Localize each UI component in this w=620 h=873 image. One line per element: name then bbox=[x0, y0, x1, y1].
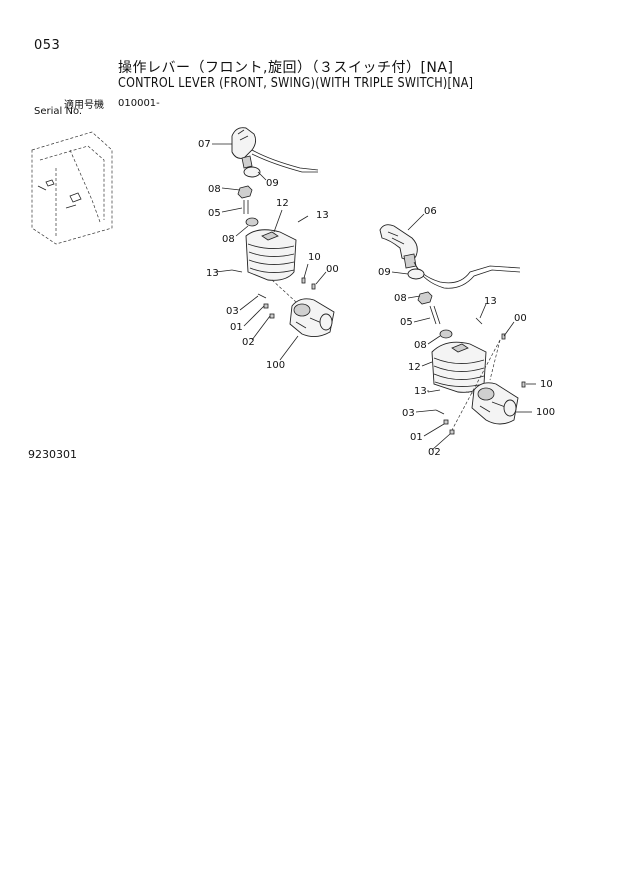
callout-100: 100 bbox=[266, 360, 285, 371]
screw-13b bbox=[427, 389, 441, 393]
callouts-left: 07 09 08 05 08 12 13 13 10 00 03 01 02 1… bbox=[198, 139, 339, 371]
serial-label-japanese: 適用号機 bbox=[64, 100, 104, 111]
callout-10: 10 bbox=[540, 379, 553, 390]
nut-08 bbox=[417, 291, 433, 305]
grip-boot-09 bbox=[243, 166, 261, 178]
callout-01: 01 bbox=[410, 432, 423, 443]
rod-05 bbox=[429, 305, 441, 325]
callout-08: 08 bbox=[414, 340, 427, 351]
callout-05: 05 bbox=[208, 208, 221, 219]
part-00 bbox=[501, 333, 506, 340]
callout-07: 07 bbox=[198, 139, 211, 150]
title-english: CONTROL LEVER (FRONT, SWING)(WITH TRIPLE… bbox=[118, 76, 474, 91]
callout-12: 12 bbox=[408, 362, 421, 373]
callout-09: 09 bbox=[378, 267, 391, 278]
callout-01: 01 bbox=[230, 322, 243, 333]
lever-boot-12 bbox=[245, 229, 297, 281]
callout-08: 08 bbox=[222, 234, 235, 245]
callouts-right: 06 09 08 13 05 00 08 12 10 13 100 03 01 … bbox=[378, 206, 555, 458]
washer-01 bbox=[443, 419, 449, 425]
washer-02 bbox=[449, 429, 455, 435]
callout-03: 03 bbox=[226, 306, 239, 317]
washer-02 bbox=[269, 313, 275, 319]
callout-02: 02 bbox=[428, 447, 441, 458]
figure-code: 9230301 bbox=[28, 448, 77, 461]
bolt-03 bbox=[257, 293, 267, 299]
callout-100: 100 bbox=[536, 407, 555, 418]
screw-13a bbox=[297, 215, 309, 223]
page-number: 053 bbox=[34, 38, 61, 53]
title-japanese: 操作レバー（フロント,旋回）（３スイッチ付）[NA] bbox=[118, 60, 454, 76]
right-lever-assembly bbox=[379, 224, 526, 435]
callout-00: 00 bbox=[326, 264, 339, 275]
callout-05: 05 bbox=[400, 317, 413, 328]
lever-grip-06 bbox=[379, 224, 418, 269]
serial-number: 010001- bbox=[118, 98, 160, 109]
callout-13: 13 bbox=[316, 210, 329, 221]
part-00 bbox=[311, 283, 316, 290]
lever-boot-12 bbox=[431, 341, 487, 393]
callout-13: 13 bbox=[414, 386, 427, 397]
screw-13a bbox=[475, 317, 483, 325]
nut-08-lower bbox=[245, 217, 259, 227]
callout-02: 02 bbox=[242, 337, 255, 348]
callout-03: 03 bbox=[402, 408, 415, 419]
leader-lines bbox=[212, 143, 536, 451]
rod-05 bbox=[243, 200, 249, 214]
callout-09: 09 bbox=[266, 178, 279, 189]
part-10 bbox=[521, 381, 526, 388]
washer-01 bbox=[263, 303, 269, 309]
bolt-03 bbox=[435, 409, 445, 415]
callout-13: 13 bbox=[206, 268, 219, 279]
callout-00: 00 bbox=[514, 313, 527, 324]
screw-13b bbox=[231, 269, 243, 273]
left-lever-assembly bbox=[231, 127, 335, 337]
pilot-valve-100 bbox=[471, 382, 519, 425]
lever-grip-07 bbox=[231, 127, 257, 169]
nut-08 bbox=[237, 185, 253, 199]
pilot-valve-100 bbox=[289, 298, 335, 337]
serial-label-english: Serial No. bbox=[34, 106, 83, 117]
callout-08: 08 bbox=[208, 184, 221, 195]
callout-12: 12 bbox=[276, 198, 289, 209]
cab-locator-thumbnail bbox=[31, 131, 113, 245]
part-10 bbox=[301, 277, 306, 284]
callout-13: 13 bbox=[484, 296, 497, 307]
callout-10: 10 bbox=[308, 252, 321, 263]
callout-08: 08 bbox=[394, 293, 407, 304]
nut-08-lower bbox=[439, 329, 453, 339]
grip-boot-09 bbox=[407, 268, 425, 280]
callout-06: 06 bbox=[424, 206, 437, 217]
